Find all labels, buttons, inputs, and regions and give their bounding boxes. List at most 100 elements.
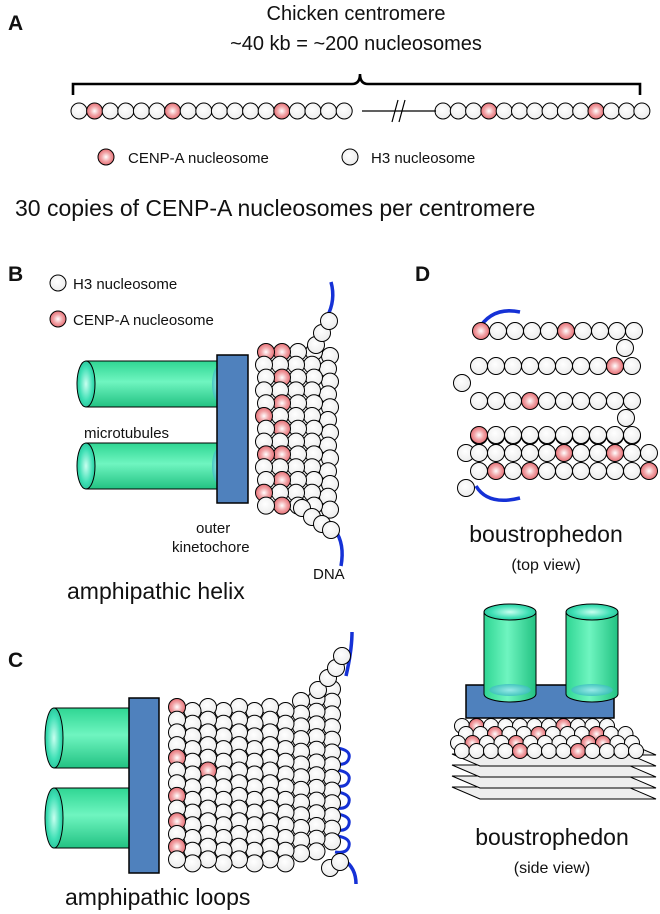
cenpa-nucleosome [521, 462, 539, 480]
dna-strand-top [344, 631, 354, 677]
h3-nucleosome [487, 357, 505, 375]
h3-nucleosome [335, 102, 353, 120]
h3-nucleosome [288, 102, 306, 120]
h3-legend-icon [341, 148, 359, 166]
microtubule [565, 611, 619, 703]
h3-nucleosome [320, 102, 338, 120]
h3-nucleosome [541, 743, 557, 759]
h3-nucleosome [511, 102, 528, 120]
h3-nucleosome [497, 743, 514, 759]
cenpa-legend-icon [49, 310, 67, 328]
h3-nucleosome [453, 374, 471, 392]
h3-legend-icon [49, 274, 67, 292]
legend-cenpa-label: CENP-A nucleosome [128, 150, 269, 167]
chromatin-sheet [451, 764, 657, 778]
dna-strand-top [325, 281, 335, 318]
outer-kinetochore-label-line2: kinetochore [172, 539, 250, 556]
chromatin-sheet [451, 775, 657, 789]
microtubule-end [565, 603, 619, 621]
panel-d-letter: D [415, 263, 430, 286]
microtubule-end [44, 707, 64, 769]
microtubule [483, 611, 537, 703]
h3-nucleosome [572, 444, 590, 462]
dna-loop [334, 746, 351, 766]
h3-nucleosome [261, 850, 279, 869]
h3-nucleosome [628, 743, 644, 759]
panel-a-nucleosome-array [70, 102, 651, 120]
h3-nucleosome [304, 102, 322, 120]
microtubule [85, 360, 232, 408]
h3-nucleosome [470, 444, 488, 462]
h3-nucleosome [584, 743, 601, 759]
dna-loop [334, 768, 351, 788]
h3-nucleosome [572, 426, 590, 444]
h3-nucleosome [504, 357, 522, 375]
h3-nucleosome [454, 743, 470, 759]
cenpa-nucleosome [521, 392, 539, 410]
cenpa-legend-icon [97, 148, 115, 166]
h3-nucleosome [101, 102, 119, 120]
h3-nucleosome [465, 102, 483, 120]
legend-h3-label: H3 nucleosome [371, 150, 475, 167]
h3-nucleosome [538, 444, 556, 462]
boustrophedon-top-view [453, 322, 658, 497]
h3-nucleosome [483, 743, 499, 759]
microtubule-end [76, 442, 96, 490]
h3-nucleosome [623, 357, 641, 375]
h3-nucleosome [457, 479, 475, 497]
top-view-caption: boustrophedon [469, 521, 622, 547]
microtubule-tip [489, 684, 531, 696]
h3-nucleosome [257, 496, 275, 515]
h3-nucleosome [623, 392, 641, 410]
h3-nucleosome [257, 102, 275, 120]
h3-nucleosome [633, 102, 651, 120]
h3-nucleosome [521, 444, 539, 462]
h3-nucleosome [572, 462, 590, 480]
h3-nucleosome [538, 357, 556, 375]
cenpa-nucleosome [472, 322, 490, 340]
h3-nucleosome [613, 743, 630, 759]
h3-nucleosome [470, 462, 488, 480]
cenpa-nucleosome [587, 102, 605, 120]
cenpa-nucleosome [640, 462, 658, 480]
h3-nucleosome [495, 102, 513, 120]
h3-nucleosome [555, 743, 572, 759]
cenpa-nucleosome [570, 743, 586, 759]
h3-nucleosome [333, 647, 351, 665]
h3-nucleosome [132, 102, 150, 120]
cenpa-nucleosome [480, 102, 498, 120]
h3-nucleosome [623, 426, 641, 444]
h3-nucleosome [541, 102, 559, 120]
h3-nucleosome [309, 681, 327, 699]
h3-nucleosome [555, 357, 573, 375]
h3-nucleosome [625, 322, 643, 340]
cenpa-nucleosome [164, 102, 182, 120]
panel-a-title-line1: Chicken centromere [267, 3, 446, 25]
cenpa-nucleosome [555, 444, 573, 462]
microtubules-label: microtubules [84, 425, 169, 442]
h3-nucleosome [589, 357, 607, 375]
h3-nucleosome [555, 462, 573, 480]
h3-nucleosome [504, 444, 522, 462]
panel-b: B H3 nucleosome CENP-A nucleosome microt… [8, 263, 345, 604]
cenpa-nucleosome [557, 322, 575, 340]
boustrophedon-side-layer [450, 718, 644, 759]
cenpa-copy-summary: 30 copies of CENP-A nucleosomes per cent… [15, 195, 535, 221]
h3-nucleosome [623, 462, 641, 480]
legend-cenpa-label: CENP-A nucleosome [73, 312, 214, 329]
h3-nucleosome [589, 426, 607, 444]
cenpa-nucleosome [606, 444, 624, 462]
h3-nucleosome [470, 392, 488, 410]
h3-nucleosome [591, 322, 609, 340]
outer-kinetochore-label-line1: outer [196, 520, 230, 537]
h3-nucleosome [506, 322, 524, 340]
h3-nucleosome [449, 102, 467, 120]
h3-nucleosome [70, 102, 88, 120]
cenpa-nucleosome [606, 357, 624, 375]
h3-nucleosome [616, 339, 634, 357]
h3-nucleosome [556, 102, 574, 120]
microtubule-end [44, 787, 64, 849]
cenpa-nucleosome [470, 426, 488, 444]
panel-c-letter: C [8, 649, 23, 672]
